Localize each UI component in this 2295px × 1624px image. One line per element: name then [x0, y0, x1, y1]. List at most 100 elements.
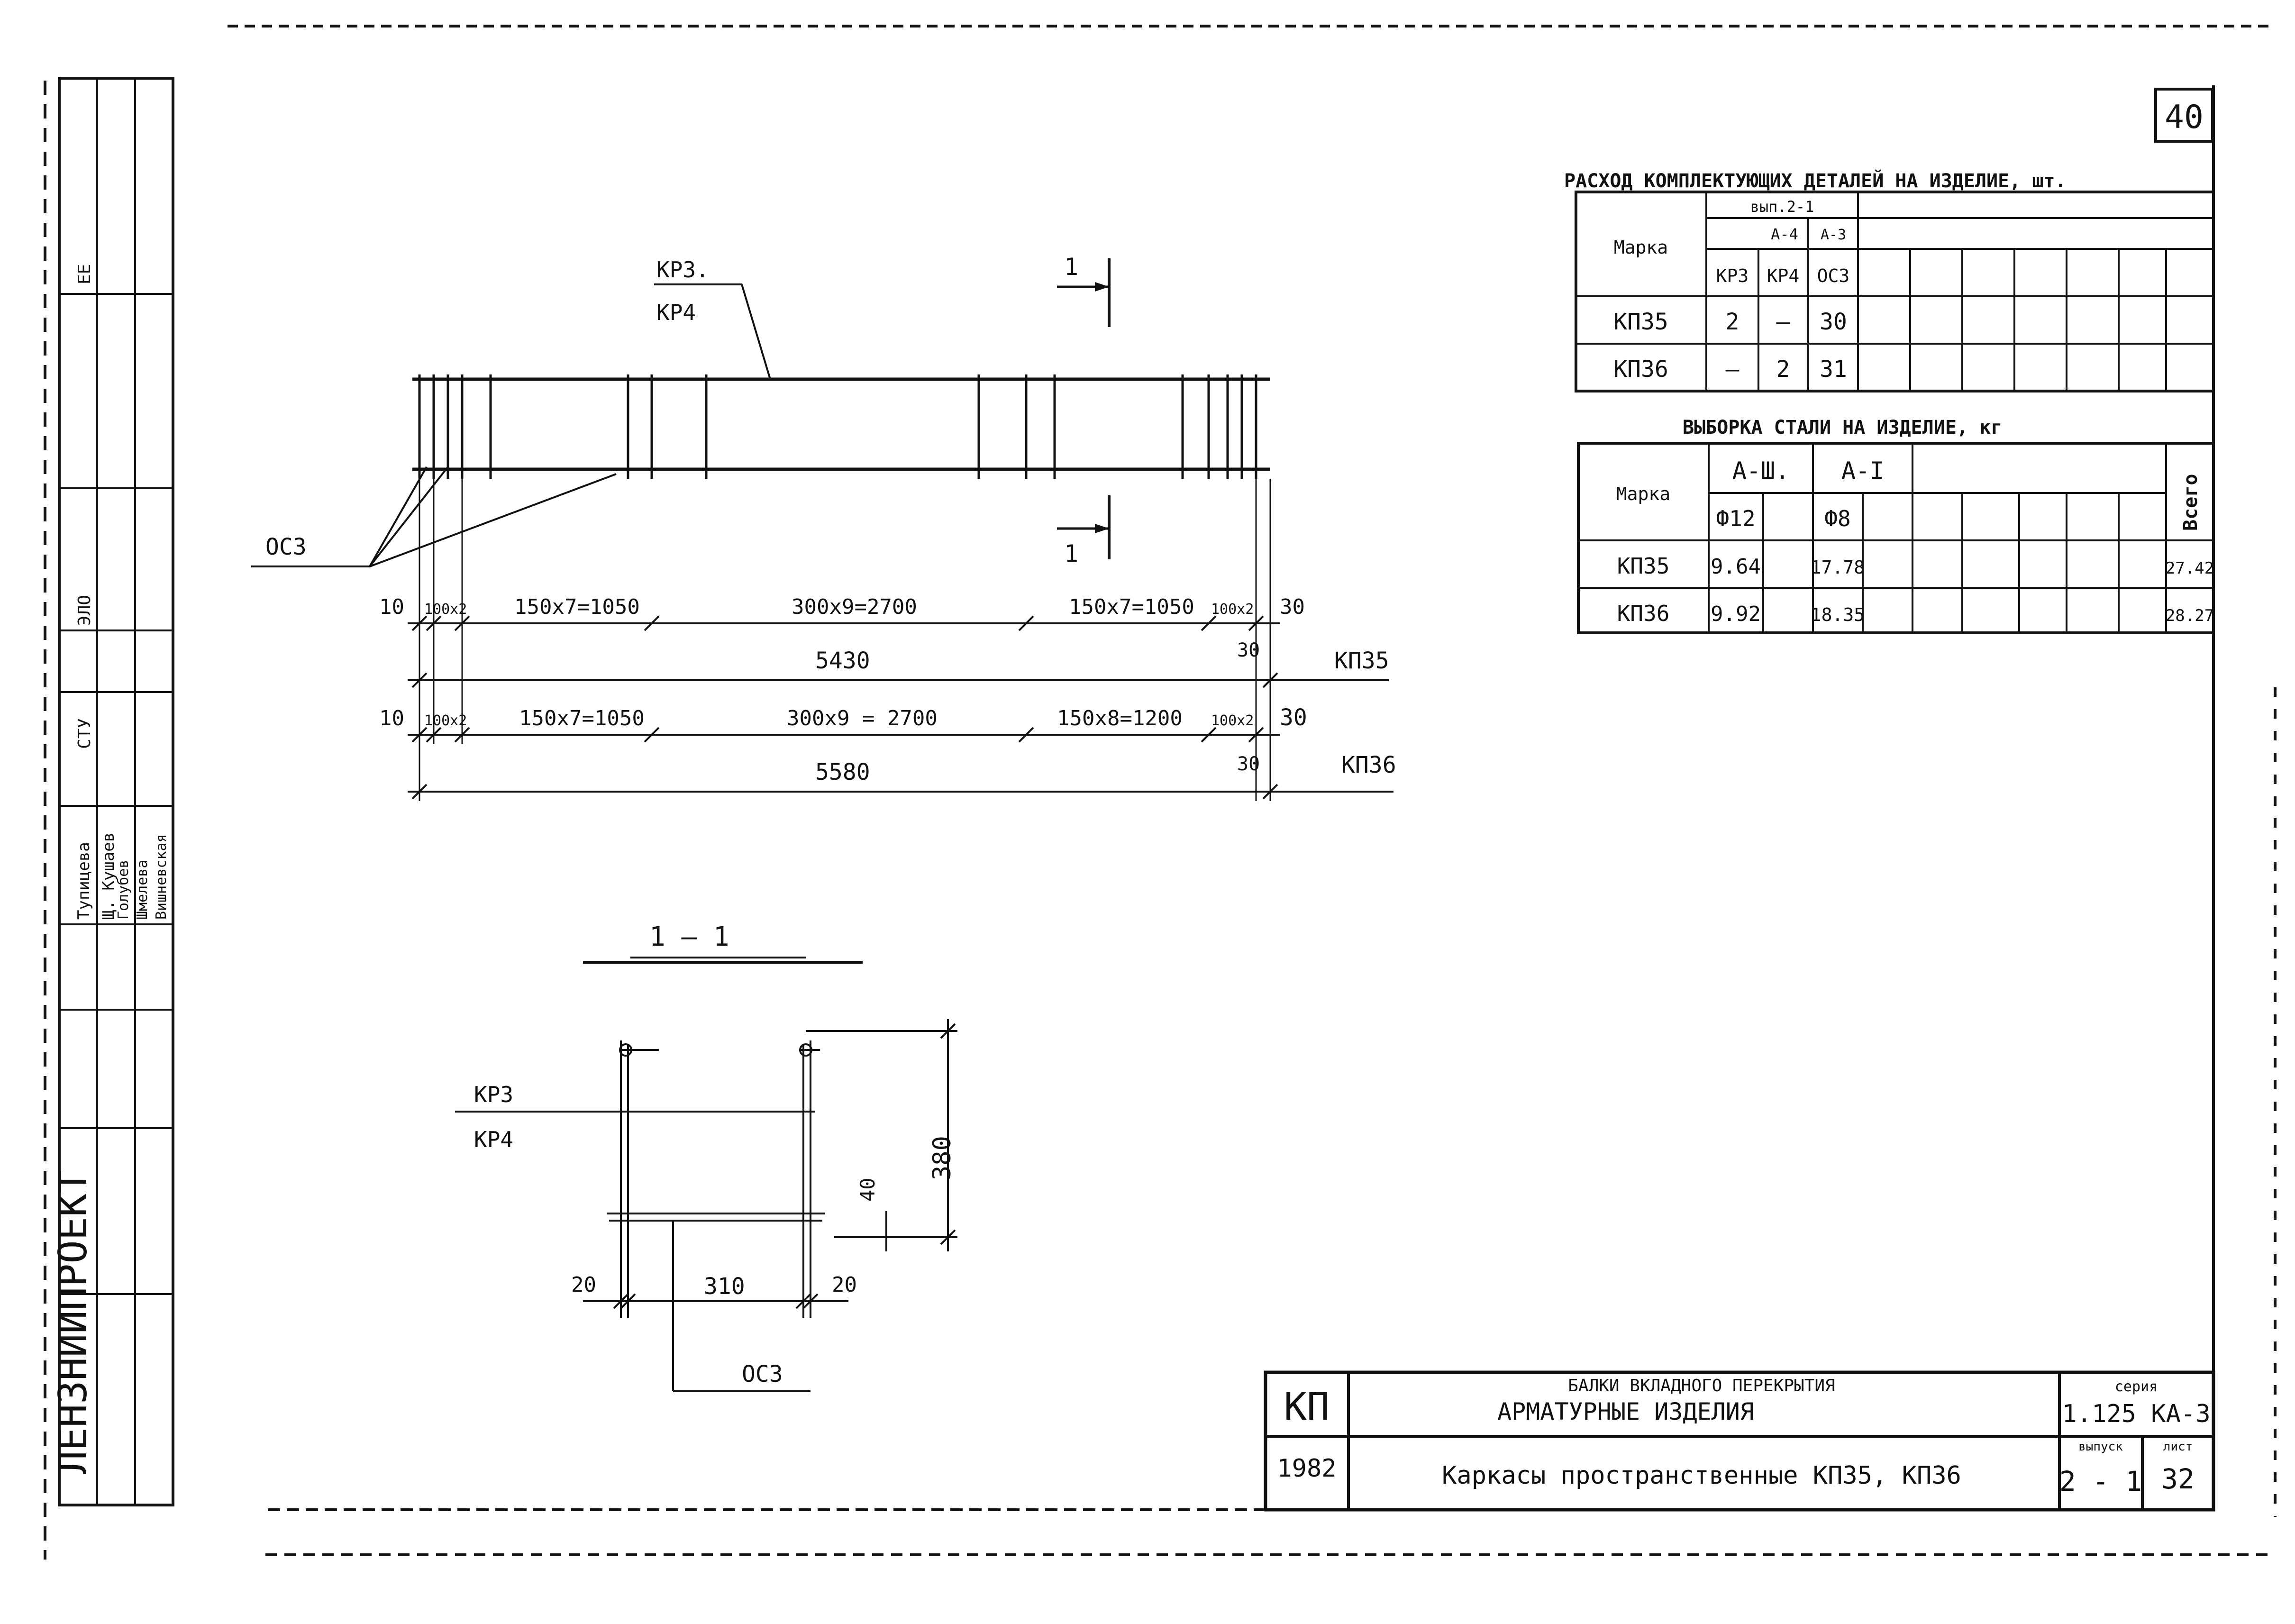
steel-row-d8: 18.35	[1811, 604, 1865, 625]
side-stamp-name: Щ. Кушаев	[99, 832, 118, 920]
components-row-kr4: 2	[1776, 356, 1790, 383]
side-stamp-name: Голубев	[115, 860, 132, 920]
kp35-end-left: 10	[379, 595, 404, 619]
components-row-mark: КП35	[1613, 309, 1668, 335]
components-subgroup-a4: А-4	[1771, 225, 1798, 243]
kp35-seg3: 300х9=2700	[792, 595, 917, 619]
side-stamp-name: Тупицева	[74, 842, 93, 920]
title-line1: БАЛКИ ВКЛАДНОГО ПЕРЕКРЫТИЯ	[1568, 1376, 1835, 1396]
elevation-frame-label-bottom: КР4	[656, 300, 696, 325]
elevation-frame-label-top: КР3.	[656, 257, 709, 283]
title-code: КП	[1284, 1385, 1330, 1429]
components-row-kr3: —	[1726, 356, 1739, 383]
components-row-kr4: —	[1776, 309, 1790, 335]
steel-table: ВЫБОРКА СТАЛИ НА ИЗДЕЛИЕ, кг Марка А-Ш. …	[1577, 417, 2215, 634]
kp35-tail: 30	[1237, 639, 1260, 661]
kp36-end-left: 10	[379, 706, 404, 730]
components-subgroup-a3: А-3	[1821, 227, 1846, 243]
title-line2: АРМАТУРНЫЕ ИЗДЕЛИЯ	[1497, 1398, 1754, 1425]
kp35-dimensions: 10 100х2 150х7=1050 300х9=2700 150х7=105…	[379, 595, 1389, 688]
side-stamp: ЛЕНЗНИИПРОЕКТ Тупицева Щ. Кушаев Голубев…	[51, 77, 174, 1506]
page-number: 40	[2165, 99, 2204, 136]
section-frame-label-bottom: КР4	[474, 1127, 513, 1152]
kp36-tail: 30	[1237, 753, 1260, 775]
side-stamp-name: Шмелева	[134, 860, 151, 920]
section-cover: 40	[856, 1177, 879, 1202]
steel-row-d12: 9.92	[1711, 602, 1761, 626]
components-col-kr4: КР4	[1767, 265, 1800, 286]
components-mark-header: Марка	[1614, 237, 1668, 258]
kp35-seg2: 150х7=1050	[514, 595, 640, 619]
section-frame-label-top: КР3	[474, 1082, 513, 1107]
components-row-os3: 31	[1820, 356, 1847, 383]
components-group-header: вып.2-1	[1750, 198, 1814, 216]
title-line3: Каркасы пространственные КП35, КП36	[1442, 1461, 1961, 1490]
side-stamp-fragment: ЭЛО	[75, 595, 94, 626]
title-sheet-value: 32	[2161, 1463, 2195, 1495]
kp35-name: КП35	[1334, 648, 1389, 674]
title-issue-value: 2 - 1	[2059, 1465, 2142, 1497]
steel-mark-header: Марка	[1616, 484, 1670, 504]
steel-table-title: ВЫБОРКА СТАЛИ НА ИЗДЕЛИЕ, кг	[1683, 417, 2002, 438]
components-col-kr3: КР3	[1716, 265, 1749, 286]
section-mark-bottom: 1	[1057, 495, 1111, 567]
steel-group-a1: А-I	[1841, 457, 1884, 484]
kp36-seg3: 300х9 = 2700	[787, 706, 938, 730]
kp36-dimensions: 10 100х2 150х7=1050 300х9 = 2700 150х8=1…	[379, 704, 1396, 800]
section-side-right: 20	[832, 1273, 857, 1297]
steel-row-mark: КП35	[1617, 553, 1670, 579]
title-year: 1982	[1277, 1454, 1336, 1483]
kp36-seg1: 100х2	[424, 712, 467, 729]
elevation-rod-label: ОС3	[265, 534, 307, 560]
section-height: 380	[928, 1136, 956, 1180]
kp35-total: 5430	[815, 648, 870, 674]
side-stamp-fragment: СТУ	[75, 718, 94, 749]
table-row: КП35 9.64 17.78 27.42	[1617, 553, 2214, 579]
section-width: 310	[704, 1273, 745, 1300]
kp36-seg2: 150х7=1050	[519, 706, 645, 730]
section-side-left: 20	[571, 1273, 596, 1297]
steel-row-total: 27.42	[2166, 559, 2214, 578]
section-mark-label: 1	[1064, 540, 1078, 567]
frame-elevation: КР3. КР4 ОС3 1 1	[251, 253, 1396, 801]
kp35-seg5: 100х2	[1211, 601, 1254, 618]
title-block: КП 1982 БАЛКИ ВКЛАДНОГО ПЕРЕКРЫТИЯ АРМАТ…	[1264, 1370, 2215, 1512]
steel-row-d8: 17.78	[1811, 557, 1865, 578]
title-sheet-label: лист	[2163, 1440, 2193, 1454]
components-row-mark: КП36	[1613, 356, 1668, 383]
components-col-os3: ОС3	[1817, 265, 1850, 286]
side-stamp-name: Вишневская	[153, 834, 170, 920]
components-table: РАСХОД КОМПЛЕКТУЮЩИХ ДЕТАЛЕЙ НА ИЗДЕЛИЕ,…	[1564, 169, 2215, 392]
table-row: КП36 9.92 18.35 28.27	[1617, 601, 2214, 626]
steel-group-a3: А-Ш.	[1732, 457, 1789, 484]
kp35-seg4: 150х7=1050	[1069, 595, 1194, 619]
steel-col-d12: Ф12	[1716, 506, 1755, 531]
side-stamp-org: ЛЕНЗНИИПРОЕКТ	[51, 1170, 96, 1474]
side-stamp-fragment: ЕЕ	[75, 264, 94, 284]
steel-total-header: Всего	[2180, 474, 2202, 531]
sheet-frame	[44, 25, 2277, 1560]
title-issue-label: выпуск	[2078, 1440, 2123, 1454]
steel-col-d8: Ф8	[1824, 506, 1850, 531]
steel-row-total: 28.27	[2166, 606, 2214, 625]
kp36-seg5: 100х2	[1211, 712, 1254, 729]
table-row: КП36 — 2 31	[1613, 356, 1847, 383]
table-row: КП35 2 — 30	[1613, 309, 1847, 335]
title-series-label: серия	[2115, 1378, 2158, 1395]
section-rod-label: ОС3	[742, 1361, 783, 1387]
section-mark-top: 1	[1057, 253, 1111, 327]
components-row-os3: 30	[1820, 309, 1847, 335]
components-table-title: РАСХОД КОМПЛЕКТУЮЩИХ ДЕТАЛЕЙ НА ИЗДЕЛИЕ,…	[1564, 169, 2067, 192]
steel-row-d12: 9.64	[1711, 555, 1761, 579]
page-number-box: 40	[2154, 88, 2214, 143]
section-title: 1 — 1	[649, 921, 729, 952]
section-1-1: 1 — 1 КР3 КР4 380 40	[455, 921, 957, 1392]
kp35-seg1: 100х2	[424, 601, 467, 618]
kp36-end-right: 30	[1280, 704, 1307, 731]
kp36-name: КП36	[1341, 752, 1396, 778]
section-mark-label: 1	[1064, 253, 1078, 281]
components-row-kr3: 2	[1726, 309, 1739, 335]
title-series-value: 1.125 КА-3	[2062, 1400, 2210, 1428]
steel-row-mark: КП36	[1617, 601, 1670, 626]
